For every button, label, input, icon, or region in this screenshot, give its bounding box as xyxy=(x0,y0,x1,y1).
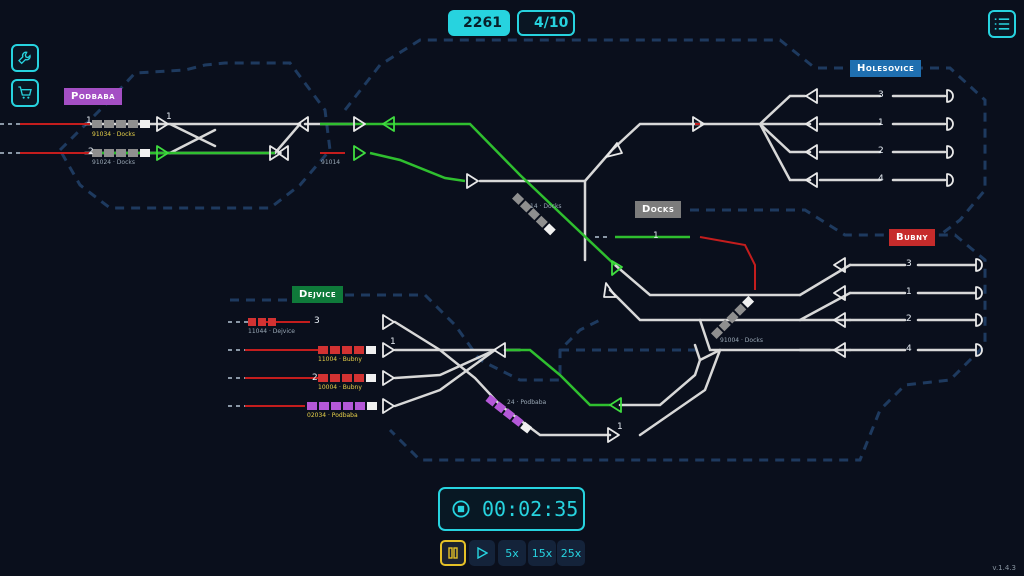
train-label[interactable]: 91004 · Docks xyxy=(720,337,763,344)
track-number: 3 xyxy=(878,90,884,100)
station-holesovice[interactable]: Holesovice xyxy=(850,60,922,77)
menu-button[interactable] xyxy=(988,10,1016,38)
train-label[interactable]: 14 · Docks xyxy=(530,203,562,210)
score-value: 2261 xyxy=(463,15,502,31)
track-number: 1 xyxy=(86,116,92,126)
track-number: 4 xyxy=(906,344,912,354)
stop-icon[interactable] xyxy=(452,500,470,518)
track-number: 1 xyxy=(878,118,884,128)
train-label[interactable]: 24 · Podbaba xyxy=(507,399,547,406)
train-label[interactable]: 11004 · Bubny xyxy=(318,356,362,363)
speed-5x-button[interactable]: 5x xyxy=(498,540,526,566)
pause-icon xyxy=(448,547,458,559)
speed-25x-button[interactable]: 25x xyxy=(557,540,585,566)
game-timer: 00:02:35 xyxy=(438,487,585,531)
track-number: 2 xyxy=(312,373,318,383)
track-number: 1 xyxy=(906,287,912,297)
station-docks[interactable]: Docks xyxy=(635,201,682,218)
track-number: 3 xyxy=(906,259,912,269)
track-number: 2 xyxy=(878,146,884,156)
shop-button[interactable] xyxy=(11,79,39,107)
track-number: 2 xyxy=(88,147,94,157)
track-number: 2 xyxy=(906,314,912,324)
train-label[interactable]: 10004 · Bubny xyxy=(318,384,362,391)
speed-15x-button[interactable]: 15x xyxy=(528,540,556,566)
track-number: 1 xyxy=(653,231,659,241)
train-label[interactable]: 91034 · Docks xyxy=(92,131,135,138)
track-number: 1 xyxy=(617,422,623,432)
tools-button[interactable] xyxy=(11,44,39,72)
wrench-icon xyxy=(18,51,31,65)
track-number: 4 xyxy=(878,174,884,184)
train-label[interactable]: 02034 · Podbaba xyxy=(307,412,358,419)
track-number: 1 xyxy=(166,112,172,122)
list-menu-icon xyxy=(994,18,1010,30)
train-counter: 4/10 xyxy=(517,10,575,36)
train-label[interactable]: 91014 xyxy=(321,159,341,166)
train-label[interactable]: 91024 · Docks xyxy=(92,159,135,166)
timer-value: 00:02:35 xyxy=(482,497,579,521)
play-button[interactable] xyxy=(469,540,495,566)
track-number: 1 xyxy=(390,337,396,347)
track-number: 3 xyxy=(314,316,320,326)
trains-value: 4/10 xyxy=(534,15,569,31)
score-counter: 2261 xyxy=(448,10,510,36)
play-icon xyxy=(477,547,488,559)
station-podbaba[interactable]: Podbaba xyxy=(64,88,123,105)
station-dejvice[interactable]: Dejvice xyxy=(292,286,344,303)
version-label: v.1.4.3 xyxy=(992,564,1016,572)
pause-button[interactable] xyxy=(440,540,466,566)
station-bubny[interactable]: Bubny xyxy=(889,229,936,246)
train-label[interactable]: 11044 · Dejvice xyxy=(248,328,295,335)
cart-icon xyxy=(18,86,32,99)
